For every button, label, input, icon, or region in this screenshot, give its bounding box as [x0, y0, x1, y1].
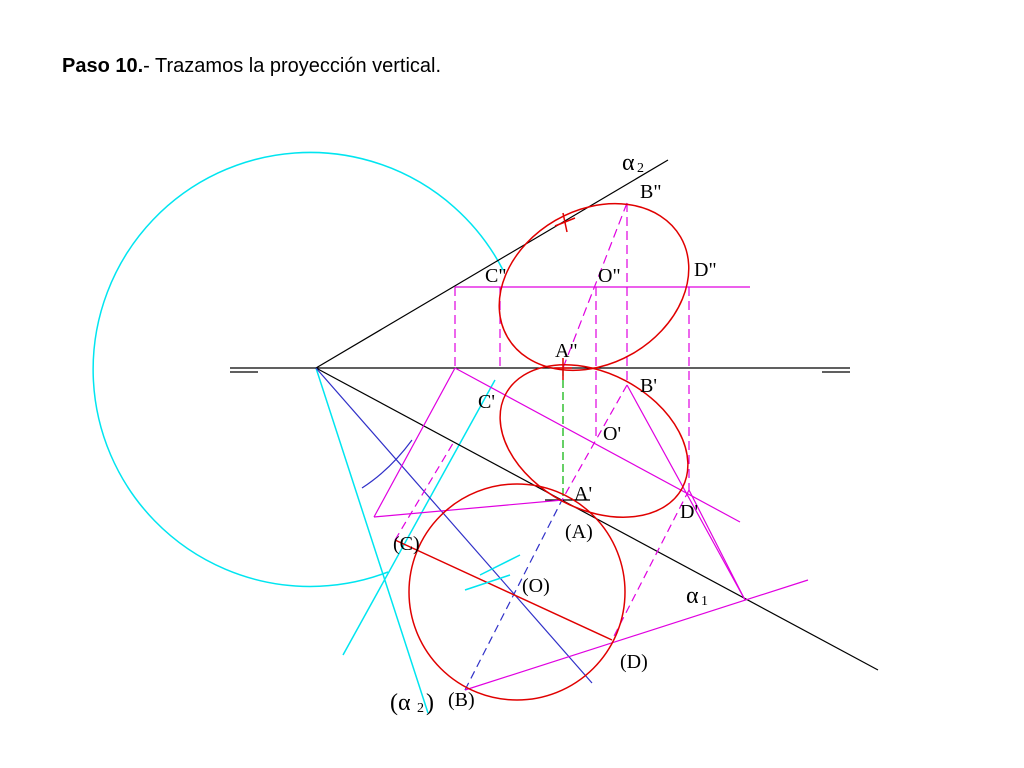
- label-alpha1: α: [686, 583, 699, 609]
- step-heading: Paso 10.- Trazamos la proyección vertica…: [62, 55, 441, 78]
- line-d-dashed: [611, 489, 690, 641]
- line-c-o: [394, 439, 456, 541]
- step-description: - Trazamos la proyección vertical.: [143, 55, 442, 77]
- label-alpha2-rabat-sub: 2: [417, 701, 424, 716]
- label-d2: D": [694, 259, 717, 281]
- cyan-construction-line: [342, 379, 496, 656]
- bisector-tick-a: [464, 574, 511, 591]
- label-o2: O": [598, 265, 621, 287]
- vertical-projection-ellipse: [498, 202, 690, 372]
- label-a-rabat: (A): [565, 521, 593, 543]
- label-o1: O': [603, 423, 621, 445]
- label-c2: C": [485, 265, 507, 287]
- label-d1: D': [680, 501, 698, 523]
- label-alpha2: α: [622, 150, 635, 176]
- label-c1: C': [478, 391, 495, 413]
- auxiliary-blue-lines: [315, 367, 593, 691]
- line-d-d0: [688, 489, 746, 601]
- label-c-rabat: (C): [393, 533, 420, 555]
- line-b-d: [464, 579, 809, 691]
- rabatment-arc: [92, 151, 504, 588]
- bisector-tick: [464, 554, 521, 591]
- line-c-prime: [454, 367, 741, 523]
- projections: [394, 202, 690, 701]
- blue-diagonal: [315, 367, 593, 684]
- traces: [230, 159, 879, 671]
- cross-mark-v: [562, 212, 568, 233]
- line-b-dashed: [561, 384, 628, 501]
- label-o-rabat: (O): [522, 575, 550, 597]
- rabatment-construction: [92, 151, 504, 714]
- label-alpha2-rabat: (α: [390, 690, 411, 716]
- diameter-c-d: [394, 539, 613, 641]
- blue-angle-arc: [361, 439, 413, 489]
- label-a1: A': [574, 483, 592, 505]
- horizontal-projection-ellipse: [499, 364, 689, 518]
- label-a2: A": [555, 340, 578, 362]
- line-c-rabat: [373, 367, 456, 518]
- projector-ab: [562, 202, 628, 369]
- line-c-rabat-2: [373, 499, 564, 518]
- projection-lines: [373, 202, 809, 691]
- label-alpha2-rabat-close: ): [426, 690, 434, 716]
- step-number: Paso 10.: [62, 55, 144, 77]
- vertical-trace-alpha2: [315, 159, 669, 369]
- rabatted-circle: [408, 483, 626, 701]
- line-b-prime: [626, 384, 746, 601]
- label-b-rabat: (B): [448, 689, 475, 711]
- label-alpha1-sub: 1: [701, 594, 708, 609]
- label-b1: B': [640, 375, 657, 397]
- bisector-tick-b: [479, 554, 521, 576]
- rabatted-trace-line: [315, 367, 429, 714]
- label-alpha2-sub: 2: [637, 161, 644, 176]
- label-d-rabat: (D): [620, 651, 648, 673]
- label-b2: B": [640, 181, 662, 203]
